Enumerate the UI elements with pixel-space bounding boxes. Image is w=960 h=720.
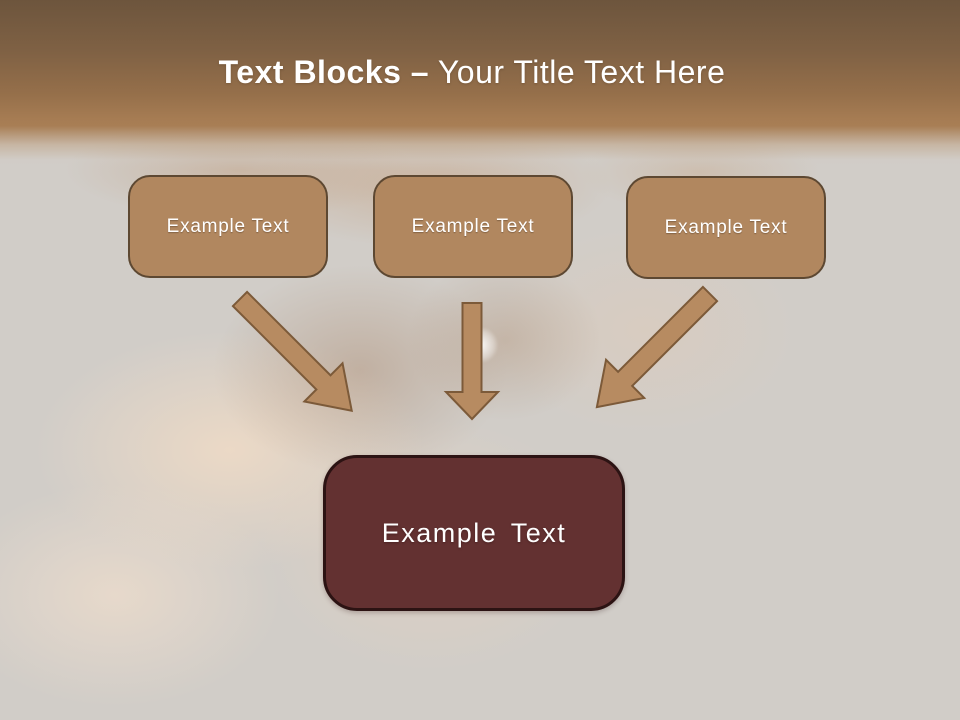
- slide-title[interactable]: Text Blocks – Your Title Text Here: [0, 52, 944, 92]
- text-block-3[interactable]: Example Text: [626, 176, 826, 279]
- text-block-2-label: Example Text: [411, 215, 535, 237]
- text-block-3-label: Example Text: [664, 216, 788, 238]
- arrow-down-right-icon[interactable]: [221, 280, 371, 430]
- arrow-down-left-icon[interactable]: [578, 275, 729, 426]
- text-block-2[interactable]: Example Text: [373, 175, 573, 278]
- text-block-main-label: Example Text: [381, 517, 567, 548]
- arrow-down-icon[interactable]: [443, 302, 501, 421]
- text-block-1[interactable]: Example Text: [128, 175, 328, 278]
- slide-title-bold: Text Blocks –: [218, 54, 430, 90]
- text-block-1-label: Example Text: [166, 215, 290, 237]
- title-banner: [0, 0, 960, 170]
- text-block-main[interactable]: Example Text: [323, 455, 625, 611]
- slide-title-regular: Your Title Text Here: [437, 54, 726, 90]
